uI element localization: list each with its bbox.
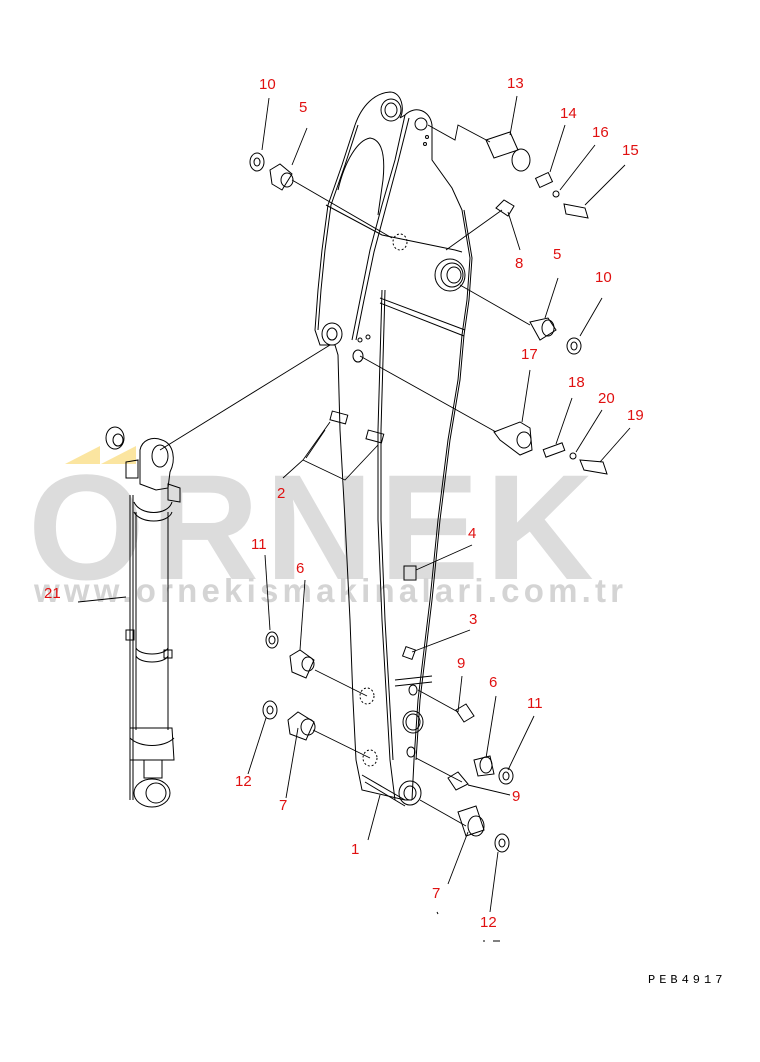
callout-12: 12 — [235, 773, 252, 790]
callout-7: 7 — [432, 885, 441, 902]
callout-17: 17 — [521, 346, 538, 363]
callout-21: 21 — [44, 585, 61, 602]
callout-11: 11 — [251, 536, 267, 553]
watermark-url: www.ornekismakinalari.com.tr — [34, 572, 628, 609]
callout-9: 9 — [512, 788, 521, 805]
callout-5: 5 — [553, 246, 562, 263]
callout-13: 13 — [507, 75, 524, 92]
callout-19: 19 — [627, 407, 644, 424]
wear-pads — [329, 410, 417, 661]
callout-18: 18 — [568, 374, 585, 391]
callout-9: 9 — [457, 655, 466, 672]
boom-body — [314, 91, 473, 807]
callout-6: 6 — [296, 560, 305, 577]
callout-10: 10 — [595, 269, 612, 286]
callout-1: 1 — [351, 841, 360, 858]
callout-12: 12 — [480, 914, 497, 931]
callout-6: 6 — [489, 674, 498, 691]
drawing-code: PEB4917 — [648, 973, 727, 987]
callout-3: 3 — [469, 611, 478, 628]
right-parts — [447, 131, 608, 853]
callout-11: 11 — [527, 695, 543, 712]
callout-2: 2 — [277, 485, 286, 502]
callout-5: 5 — [299, 99, 308, 116]
leader-lines — [77, 95, 631, 913]
callout-14: 14 — [560, 105, 577, 122]
callout-10: 10 — [259, 76, 276, 93]
watermark-brand: ORNEK — [28, 443, 600, 611]
callout-15: 15 — [622, 142, 639, 159]
callout-20: 20 — [598, 390, 615, 407]
callout-16: 16 — [592, 124, 609, 141]
callout-7: 7 — [279, 797, 288, 814]
left-parts — [105, 152, 316, 741]
callout-4: 4 — [468, 525, 477, 542]
boom-cylinder — [125, 437, 181, 808]
stray-marks — [436, 911, 500, 942]
callout-8: 8 — [515, 255, 524, 272]
